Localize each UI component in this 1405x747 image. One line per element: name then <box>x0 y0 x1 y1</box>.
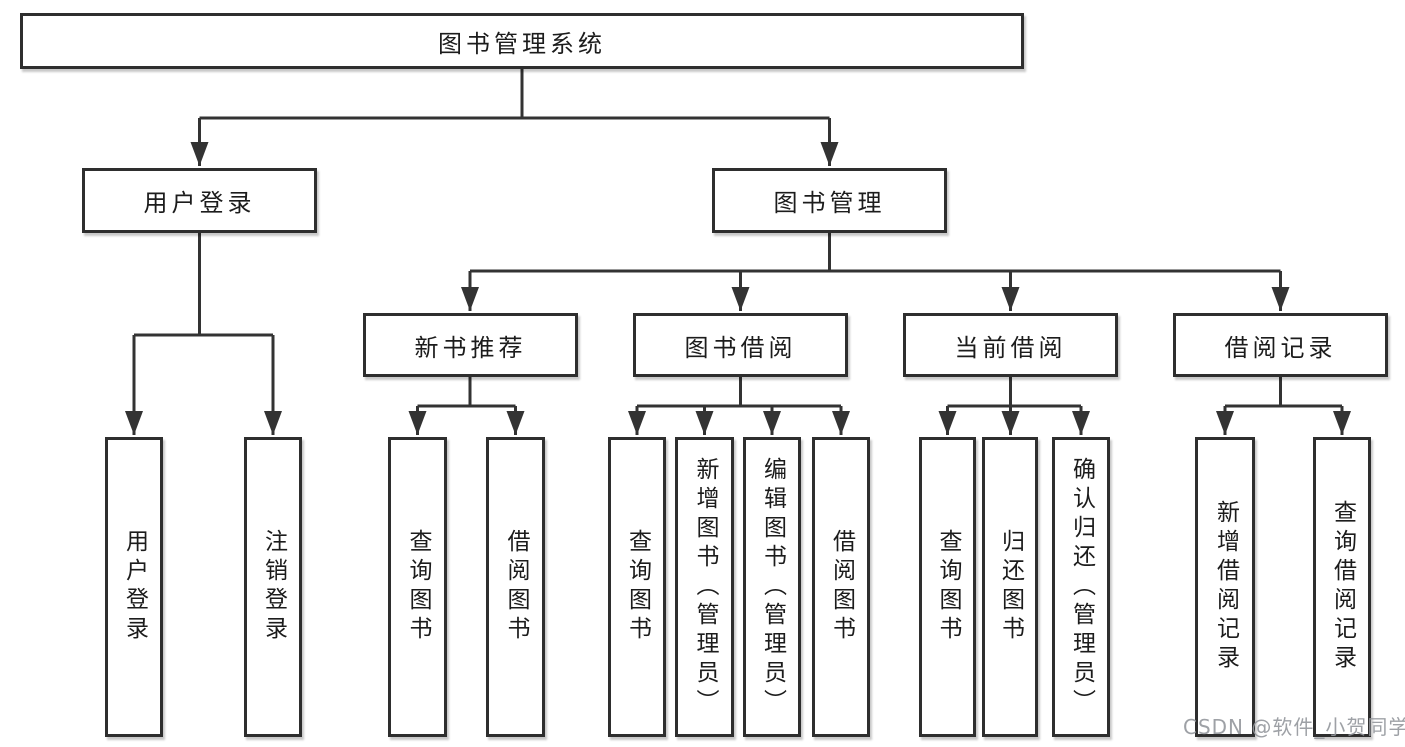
leaf-query-books-3: 查询图书 <box>919 437 976 737</box>
leaf-edit-book-admin: 编辑图书（管理员） <box>743 437 801 737</box>
leaf-add-borrow-record: 新增借阅记录 <box>1195 437 1255 737</box>
leaf-confirm-return-admin: 确认归还（管理员） <box>1052 437 1110 737</box>
leaf-user-login: 用户登录 <box>105 437 163 737</box>
leaf-borrow-books-2: 借阅图书 <box>812 437 870 737</box>
leaf-query-books-1: 查询图书 <box>388 437 447 737</box>
node-book-borrow: 图书借阅 <box>633 313 848 377</box>
leaf-add-book-admin: 新增图书（管理员） <box>675 437 734 737</box>
leaf-return-book: 归还图书 <box>982 437 1038 737</box>
node-book-management: 图书管理 <box>712 168 947 233</box>
node-user-login: 用户登录 <box>82 168 317 233</box>
node-library-management-system: 图书管理系统 <box>20 13 1024 69</box>
leaf-borrow-books-1: 借阅图书 <box>486 437 545 737</box>
leaf-logout: 注销登录 <box>244 437 302 737</box>
leaf-query-books-2: 查询图书 <box>608 437 666 737</box>
node-new-book-recommend: 新书推荐 <box>363 313 578 377</box>
node-current-borrow: 当前借阅 <box>903 313 1118 377</box>
node-borrow-records: 借阅记录 <box>1173 313 1388 377</box>
leaf-query-borrow-record: 查询借阅记录 <box>1313 437 1371 737</box>
watermark: CSDN @软件_小贺同学 <box>1183 715 1405 739</box>
